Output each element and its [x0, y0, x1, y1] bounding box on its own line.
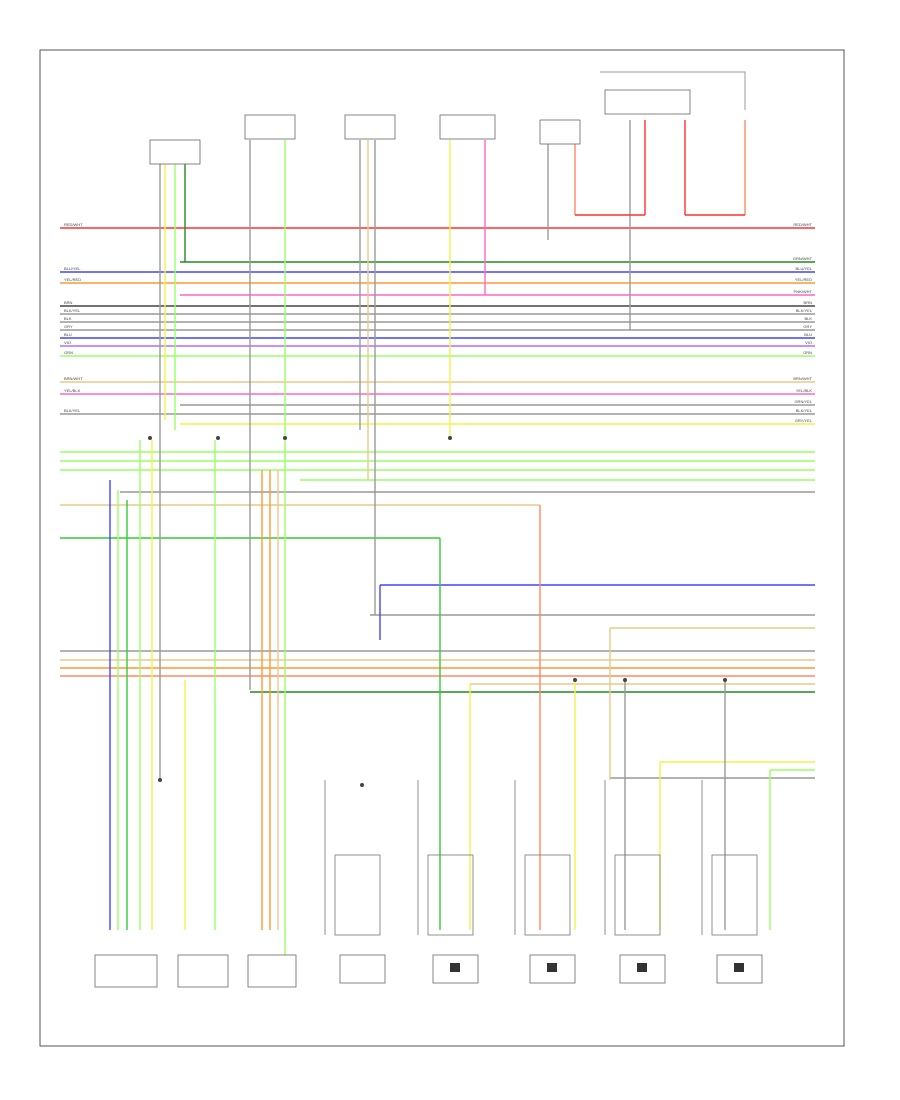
top-component-1: [149, 139, 201, 165]
bus-label-left-1: RED/WHT: [64, 222, 83, 227]
splice-point-2: [216, 436, 220, 440]
splice-point-4: [448, 436, 452, 440]
bus-label-right-2: GRN/WHT: [793, 256, 813, 261]
splice-point-1: [148, 436, 152, 440]
bus-label-right-1: RED/WHT: [793, 222, 812, 227]
bus-label-right-9: GRY: [803, 324, 812, 329]
bus-label-right-11: VIO: [805, 340, 812, 345]
bus-label-left-13: BRN/WHT: [64, 376, 83, 381]
bus-label-right-17: GRY/YEL: [795, 418, 813, 423]
bus-label-right-15: GRN/YEL: [794, 399, 812, 404]
bus-label-right-10: BLU: [804, 332, 812, 337]
bus-label-right-13: BRN/WHT: [793, 376, 812, 381]
bus-label-right-6: BRN: [804, 300, 813, 305]
bus-label-right-8: BLK: [804, 316, 812, 321]
coil-pin-icon-3: [547, 963, 557, 972]
top-component-2: [244, 114, 296, 140]
coil-pin-icon-4: [637, 963, 647, 972]
bus-label-right-16: BLK/YEL: [796, 408, 813, 413]
component-layer: RED/WHT RED/WHT GRN/WHT BLU/YEL BLU/YEL YEL/R…: [64, 89, 813, 988]
bus-label-left-4: YEL/RED: [64, 277, 81, 282]
diagram-frame: [39, 49, 845, 1047]
bus-label-left-10: BLU: [64, 332, 72, 337]
bus-label-left-6: BRN: [64, 300, 73, 305]
top-component-3: [344, 114, 396, 140]
bus-label-left-14: YEL/BLK: [64, 388, 81, 393]
splice-point-7: [623, 678, 627, 682]
bus-label-right-12: GRN: [803, 350, 812, 355]
splice-point-6: [573, 678, 577, 682]
bus-label-left-12: GRN: [64, 350, 73, 355]
bottom-sensor-3: [247, 954, 297, 988]
top-component-5: [539, 119, 581, 145]
splice-point-9: [158, 778, 162, 782]
bus-label-right-3: BLU/YEL: [796, 266, 813, 271]
coil-connector-5: [716, 954, 763, 984]
splice-point-8: [723, 678, 727, 682]
bus-label-left-11: VIO: [64, 340, 71, 345]
coil-connector-1: [339, 954, 386, 984]
bus-label-left-16: BLK/YEL: [64, 408, 81, 413]
top-component-6: [604, 89, 691, 115]
ignition-coil-5: [711, 854, 758, 936]
bus-label-left-8: BLK: [64, 316, 72, 321]
bottom-sensor-1: [94, 954, 158, 988]
coil-pin-icon-2: [450, 963, 460, 972]
wire-layer: [60, 71, 815, 980]
coil-pin-icon-5: [734, 963, 744, 972]
top-component-4: [439, 114, 496, 140]
splice-point-3: [283, 436, 287, 440]
ignition-coil-2: [427, 854, 474, 936]
bus-label-left-7: BLK/YEL: [64, 308, 81, 313]
bus-label-right-5: PNK/WHT: [794, 289, 813, 294]
bus-label-right-7: BLK/YEL: [796, 308, 813, 313]
bus-label-right-4: YEL/RED: [795, 277, 812, 282]
ignition-coil-3: [524, 854, 571, 936]
splice-point-5: [360, 783, 364, 787]
bus-label-left-9: GRY: [64, 324, 73, 329]
bus-label-right-14: YEL/BLK: [796, 388, 813, 393]
ignition-coil-4: [614, 854, 661, 936]
ignition-coil-1: [334, 854, 381, 936]
relay-feed-wire: [600, 71, 746, 110]
bus-label-left-3: BLU/YEL: [64, 266, 81, 271]
bottom-sensor-2: [177, 954, 229, 988]
